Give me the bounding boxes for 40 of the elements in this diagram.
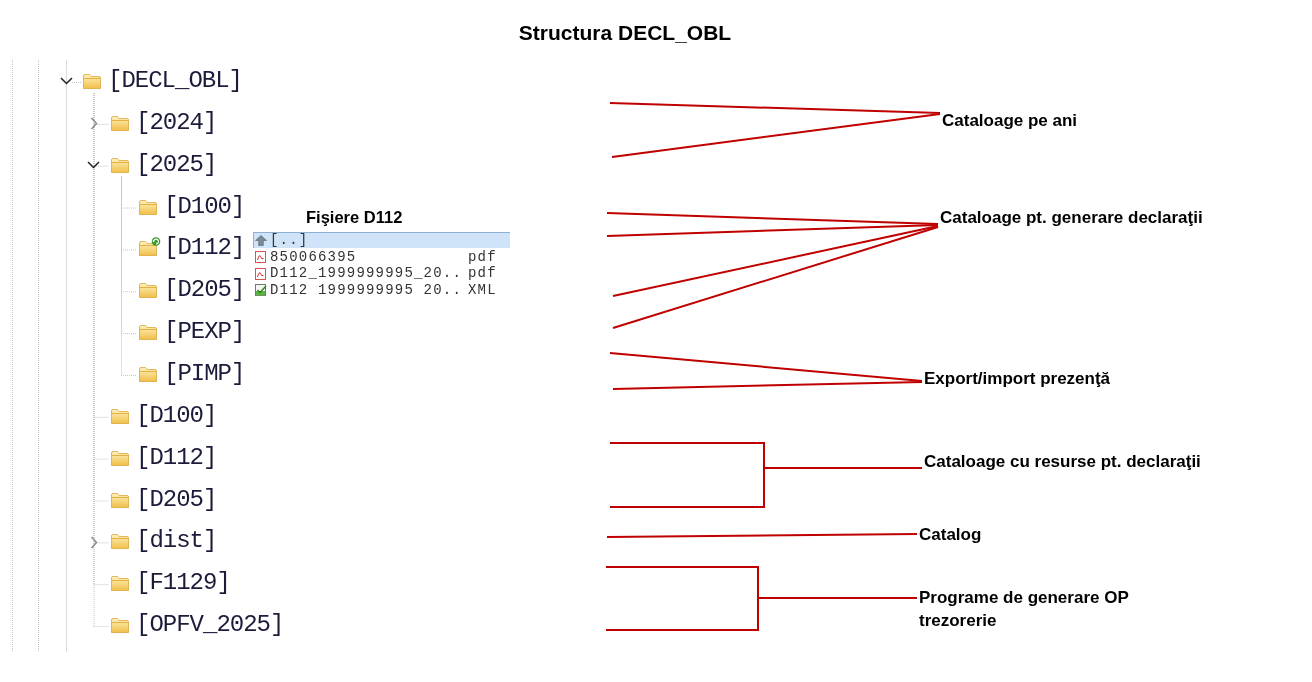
leader-line <box>612 381 923 390</box>
folder-name: [PIMP] <box>164 359 245 388</box>
leader-line <box>612 226 939 329</box>
folder-name: [dist] <box>136 527 217 556</box>
folder-name: [D100] <box>164 192 245 221</box>
leader-line <box>606 533 918 538</box>
folder-name: [PEXP] <box>164 318 245 347</box>
file-name: D112 1999999995 20.. <box>270 282 463 298</box>
folder-name: [2024] <box>136 108 217 137</box>
file-name: D112_1999999995_20.. <box>270 266 463 281</box>
folder-name: [D112] <box>136 443 217 472</box>
annotation-label: Cataloage pe ani <box>942 108 1078 132</box>
annotation-label: Catalog <box>919 522 982 546</box>
leader-line <box>612 225 939 297</box>
folder-name: [D100] <box>136 401 217 430</box>
annotation-label: Cataloage pt. generare declaraţii <box>940 205 1203 229</box>
leader-line <box>605 597 918 631</box>
diagram-title: Structura DECL_OBL <box>518 20 732 46</box>
folder-name: [D205] <box>136 485 217 514</box>
file-name: 850066395 <box>270 249 357 265</box>
file-extension: pdf <box>468 266 497 281</box>
folder-name: [D205] <box>164 276 245 305</box>
annotation-label: Cataloage cu resurse pt. declaraţii <box>924 450 1201 473</box>
folder-name: [2025] <box>136 150 217 179</box>
leader-line <box>611 113 941 158</box>
file-extension: pdf <box>468 249 497 265</box>
folder-name: [F1129] <box>136 569 230 598</box>
leader-line <box>609 352 923 382</box>
file-extension: XML <box>468 282 497 298</box>
leader-line <box>609 467 923 508</box>
leader-line <box>606 212 939 225</box>
folder-name: [OPFV_2025] <box>136 611 284 640</box>
annotation-label: Programe de generare OP trezorerie <box>919 585 1144 632</box>
folder-name: [D112] <box>164 234 245 263</box>
leader-line <box>606 224 939 237</box>
file-name: [..] <box>270 233 309 248</box>
annotation-label: Export/import prezenţă <box>924 366 1111 390</box>
leader-line <box>609 102 941 114</box>
folder-name: [DECL_OBL] <box>108 67 243 95</box>
panel-heading: Fişiere D112 <box>306 207 403 227</box>
